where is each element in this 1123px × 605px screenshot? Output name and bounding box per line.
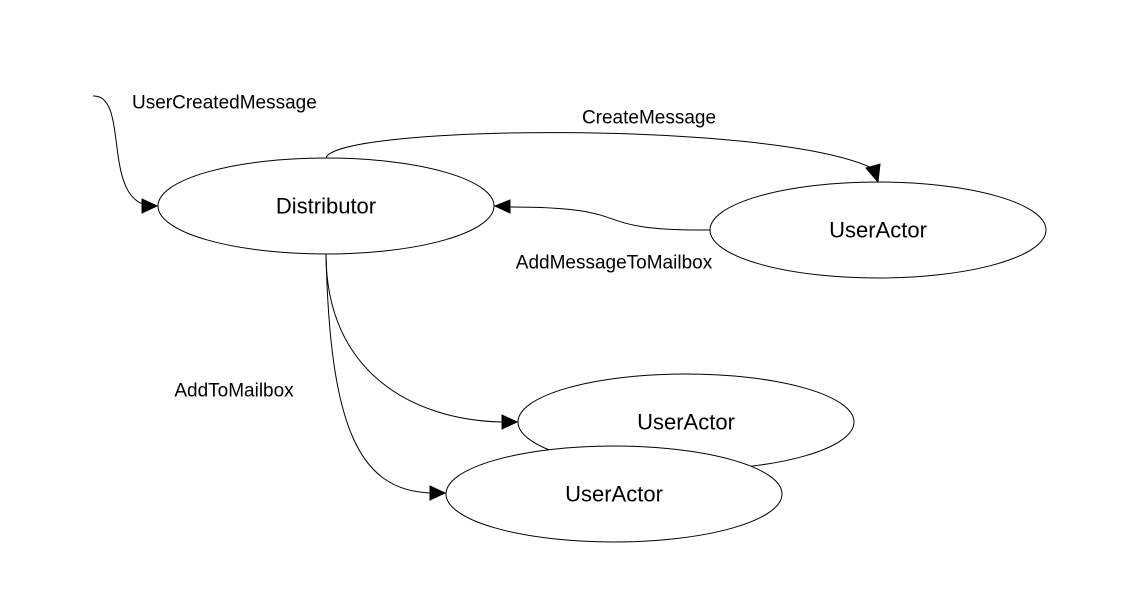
edge-add-message-to-mailbox-label: AddMessageToMailbox (516, 253, 713, 274)
node-user-actor-bottom-front[interactable]: UserActor (445, 445, 783, 543)
edge-add-message-to-mailbox-arrowhead (493, 199, 511, 214)
node-distributor-label: Distributor (276, 194, 376, 219)
node-user-actor-bottom-back-label: UserActor (637, 410, 735, 435)
edge-user-created-message-label: UserCreatedMessage (132, 93, 317, 114)
edge-add-message-to-mailbox (493, 199, 712, 231)
edge-add-to-mailbox-lower-line (325, 253, 431, 494)
edge-create-message-label: CreateMessage (582, 108, 716, 129)
node-user-actor-bottom-front-label: UserActor (565, 482, 663, 507)
node-user-actor-right-shape (709, 181, 1047, 279)
edge-add-to-mailbox-lower-arrowhead (429, 485, 447, 501)
edge-add-to-mailbox-upper (325, 253, 519, 430)
node-user-actor-right-label: UserActor (829, 218, 927, 243)
edge-add-to-mailbox-upper-arrowhead (501, 414, 519, 430)
edge-create-message (325, 132, 881, 184)
edge-create-message-line (325, 132, 873, 169)
node-user-actor-right[interactable]: UserActor (709, 181, 1047, 279)
edge-add-to-mailbox-label: AddToMailbox (174, 381, 294, 402)
edge-create-message-arrowhead (865, 163, 881, 184)
edge-user-created-message-line (92, 95, 144, 205)
node-distributor-shape (157, 157, 495, 255)
edge-user-created-message (92, 95, 159, 214)
node-distributor[interactable]: Distributor (157, 157, 495, 255)
edge-add-to-mailbox-upper-line (325, 253, 503, 423)
edge-add-to-mailbox-lower (325, 253, 447, 501)
node-user-actor-bottom-front-shape (445, 445, 783, 543)
edge-add-message-to-mailbox-line (509, 206, 712, 231)
edge-user-created-message-arrowhead (141, 198, 159, 214)
